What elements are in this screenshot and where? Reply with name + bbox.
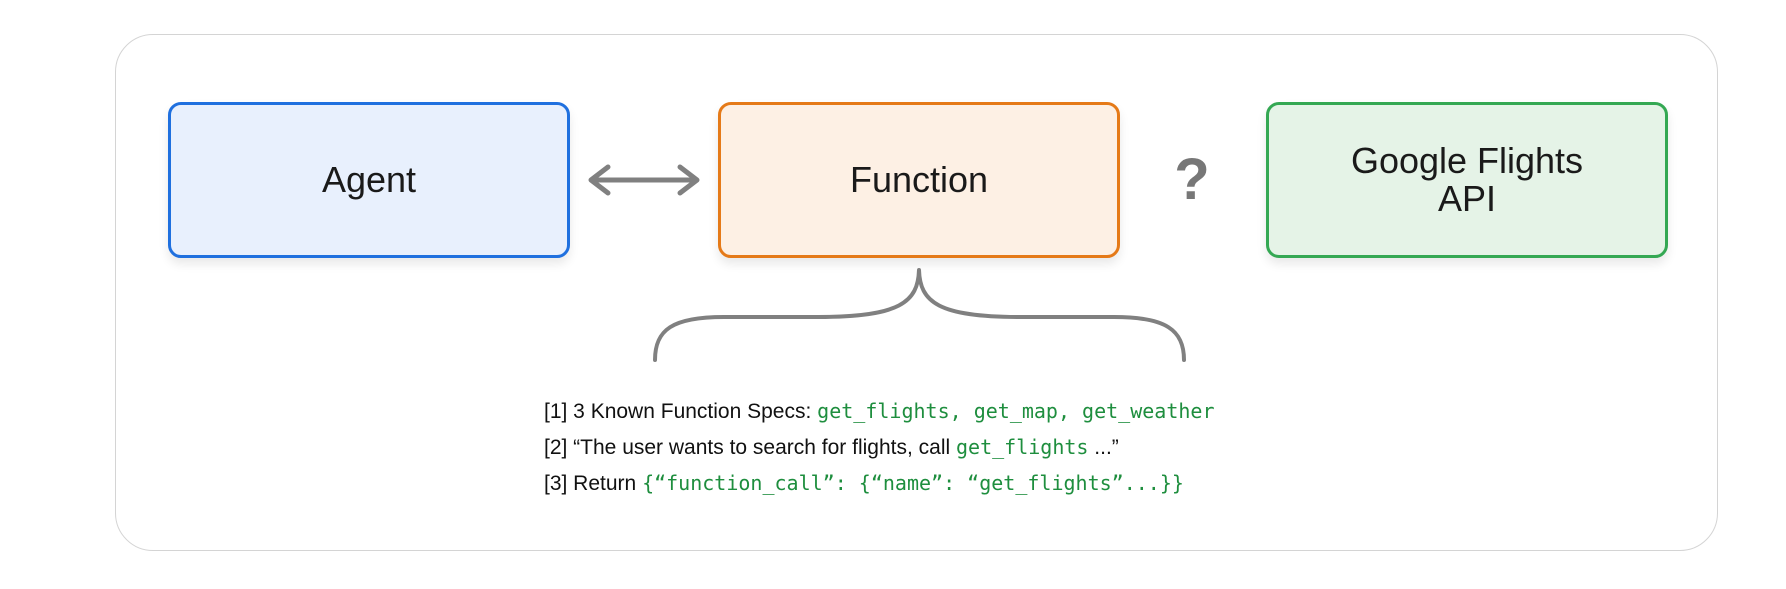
note-text: [2] “The user wants to search for flight… (544, 436, 957, 459)
google-flights-api-box: Google Flights API (1266, 102, 1668, 258)
question-mark: ? (1174, 147, 1210, 212)
double-headed-arrow-icon (588, 164, 700, 196)
notes-list: [1] 3 Known Function Specs: get_flights,… (544, 393, 1364, 501)
agent-label: Agent (321, 159, 417, 200)
curly-brace-icon (653, 268, 1186, 362)
note-text: [3] Return (544, 472, 643, 495)
note-code: get_flights (956, 435, 1089, 459)
function-label: Function (849, 159, 989, 200)
note-item: [1] 3 Known Function Specs: get_flights,… (544, 393, 1364, 429)
note-item: [2] “The user wants to search for flight… (544, 429, 1364, 465)
note-item: [3] Return {“function_call”: {“name”: “g… (544, 465, 1364, 501)
note-code: {“function_call”: {“name”: “get_flights”… (642, 471, 1184, 495)
google-flights-api-label: Google Flights API (1350, 140, 1584, 219)
note-text: [1] 3 Known Function Specs: (544, 400, 818, 423)
agent-box: Agent (168, 102, 570, 258)
function-box: Function (718, 102, 1120, 258)
note-code: get_flights, get_map, get_weather (817, 399, 1215, 423)
note-text-after: ...” (1088, 436, 1119, 459)
